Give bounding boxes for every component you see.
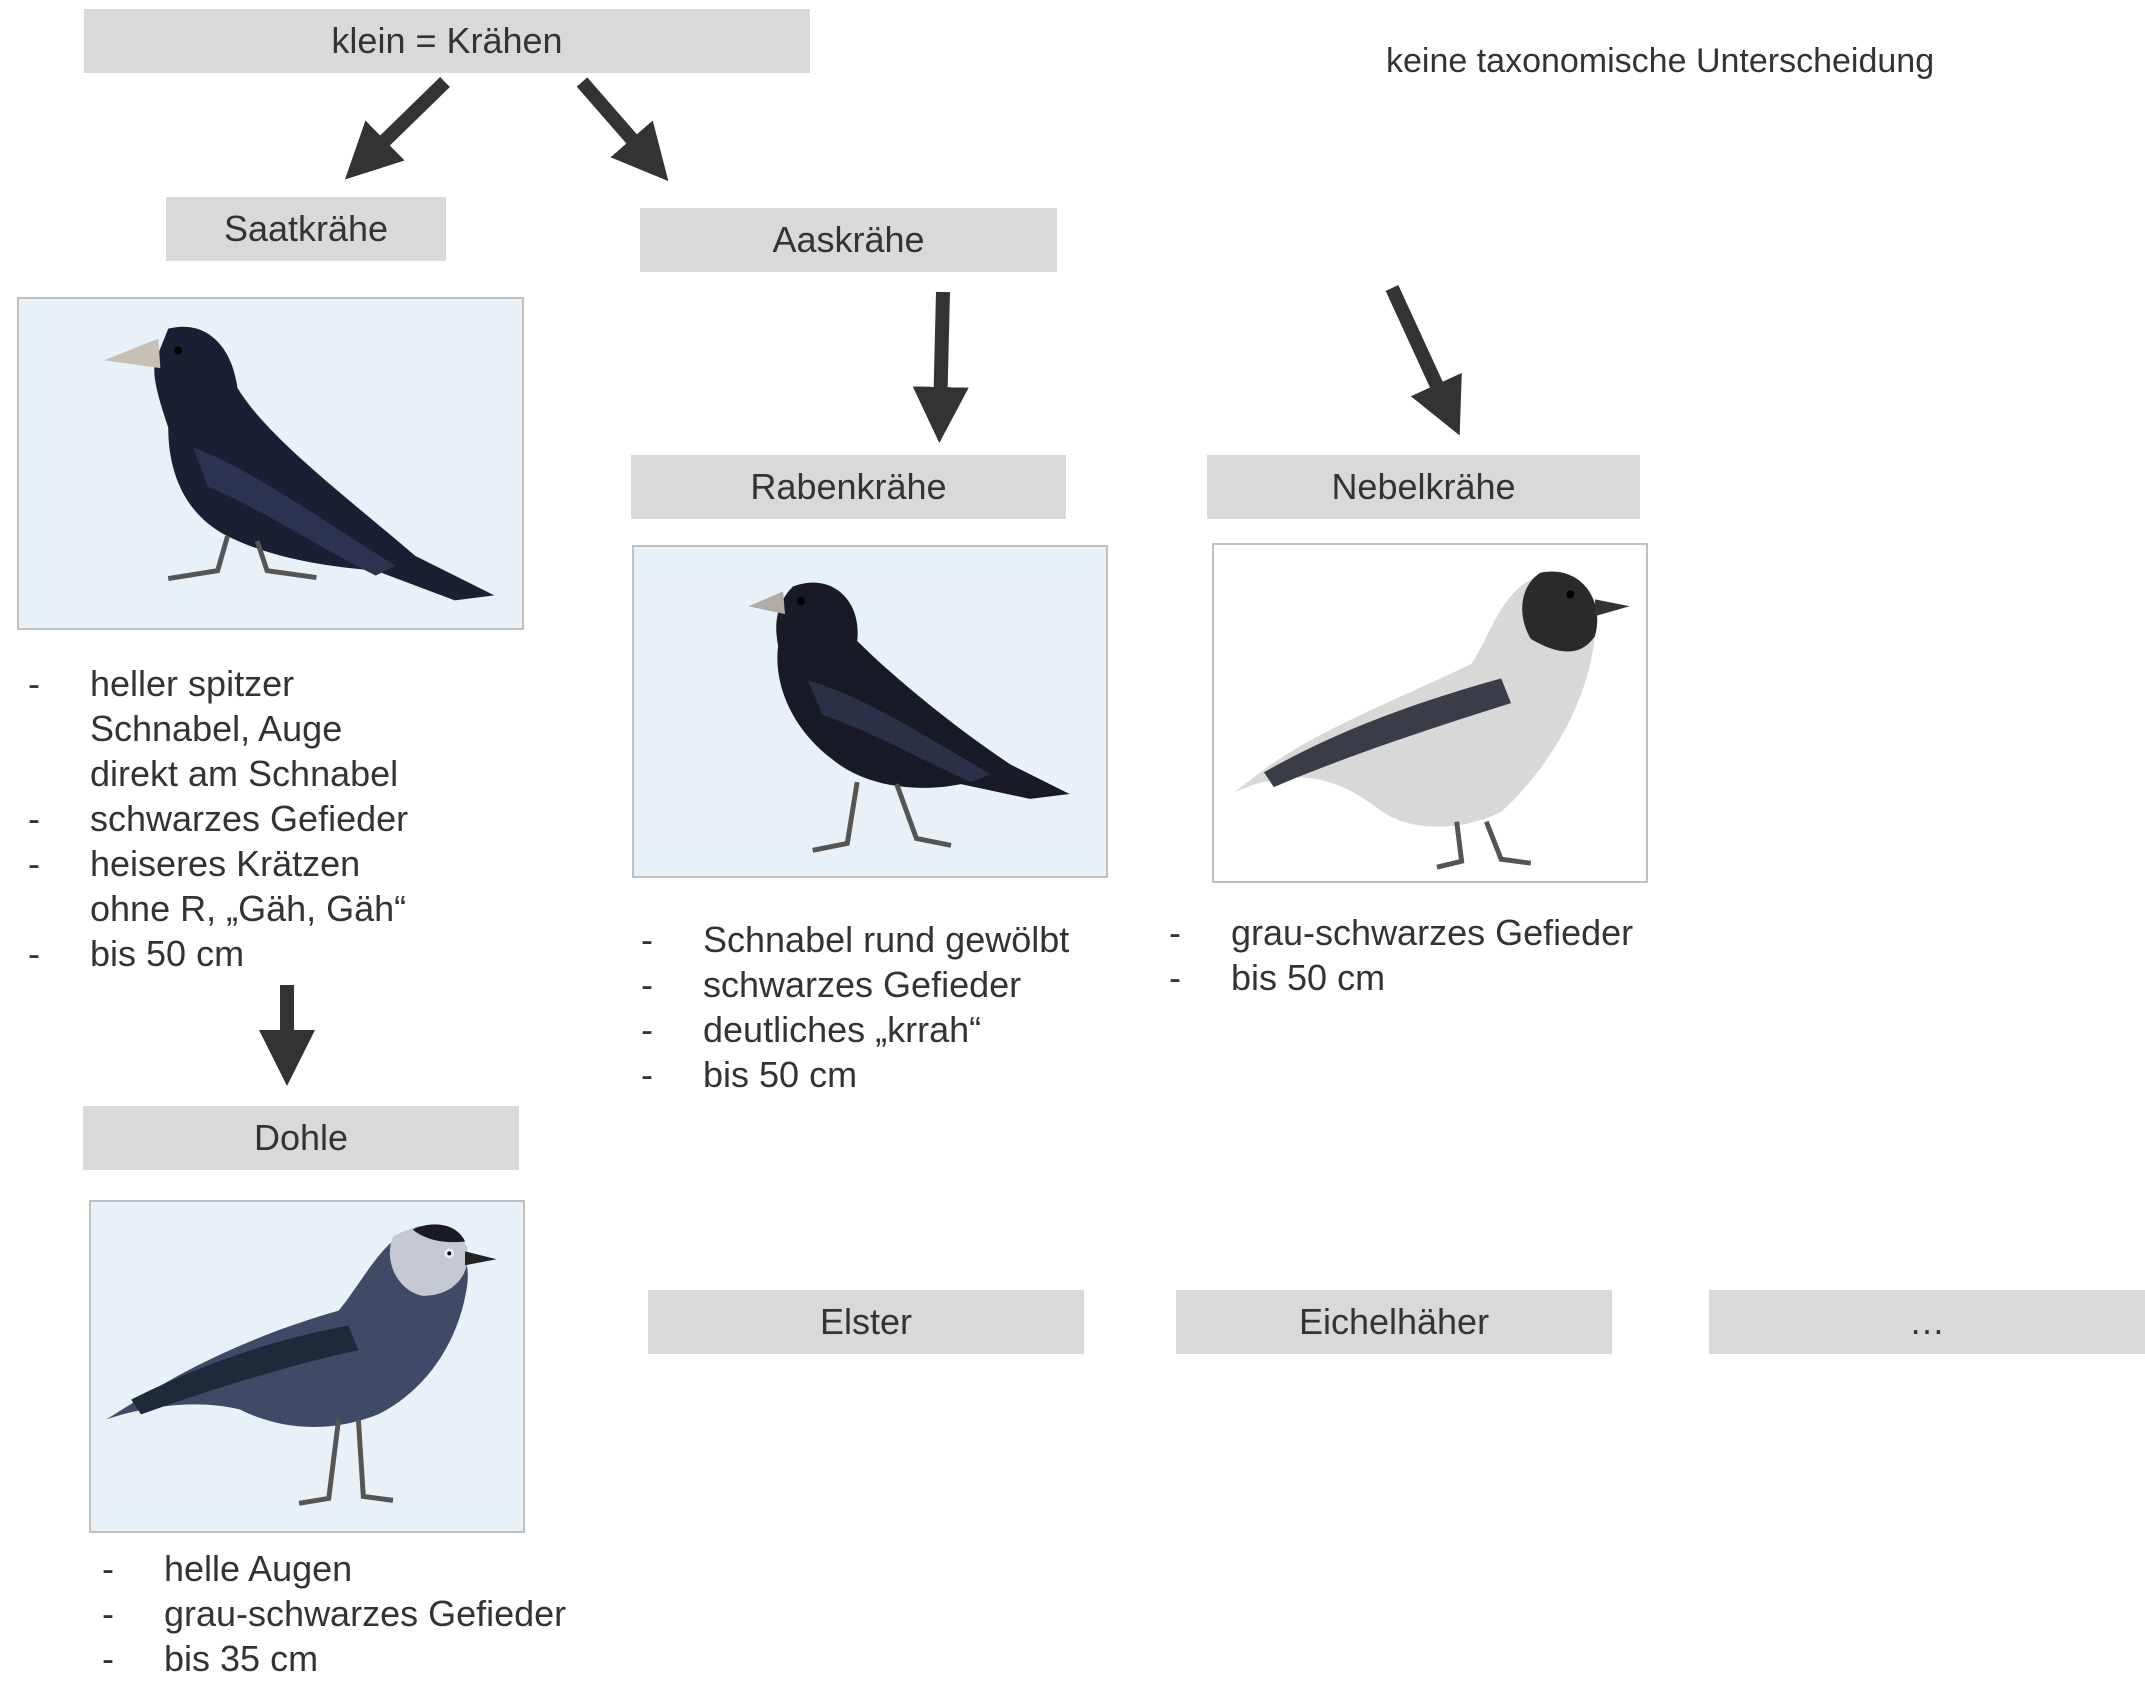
hooded-crow-icon [1234,571,1630,870]
bullet-dash: - [641,964,653,1005]
facts-rabenkraehe: - Schnabel rund gewölbt - schwarzes Gefied… [641,917,1121,1097]
bullet-dash: - [641,1054,653,1095]
arrow-root-to-aaskraehe [576,77,669,182]
node-more: … [1709,1290,2145,1354]
fact-text: grau-schwarzes Gefieder [164,1593,567,1634]
node-label: Saatkrähe [223,208,389,249]
carrion-crow-icon [748,582,1070,853]
fact-text: bis 50 cm [1231,957,1386,998]
node-aaskraehe: Aaskrähe [640,208,1057,272]
fact-text: deutliches „krrah“ [703,1009,982,1050]
bullet-dash: - [102,1548,114,1589]
facts-dohle: - helle Augen - grau-schwarzes Gefieder - b… [102,1546,622,1681]
fact-text: bis 35 cm [164,1638,319,1679]
bullet-dash: - [641,1009,653,1050]
node-label: Elster [819,1301,913,1342]
arrow-aaskraehe-to-rabenkraehe [912,291,969,443]
node-saatkraehe: Saatkrähe [166,197,446,261]
facts-saatkraehe: - heller spitzer Schnabel, Auge direkt am… [28,661,508,976]
list-item: - grau-schwarzes Gefieder [102,1591,622,1636]
carrion-crow-illustration [632,545,1108,878]
list-item: - grau-schwarzes Gefieder [1169,910,1689,955]
list-item: - bis 50 cm [28,931,508,976]
bullet-dash: - [28,843,40,884]
node-label: Dohle [253,1117,349,1158]
list-item: - helle Augen [102,1546,622,1591]
root-label: klein = Krähen [331,20,563,61]
bullet-dash: - [28,663,40,704]
list-item: - bis 50 cm [1169,955,1689,1000]
fact-text: schwarzes Gefieder [90,798,409,839]
bullet-dash: - [28,933,40,974]
fact-text: heiseres Krätzen ohne R, „Gäh, Gäh“ [90,843,407,929]
taxonomy-note: keine taxonomische Unterscheidung [1386,42,1935,80]
list-item: - heiseres Krätzen ohne R, „Gäh, Gäh“ [28,841,508,931]
rook-icon [104,326,495,601]
jackdaw-illustration [89,1200,525,1533]
jackdaw-icon [106,1224,497,1506]
node-eichelhaeher: Eichelhäher [1176,1290,1612,1354]
bullet-dash: - [1169,957,1181,998]
bullet-dash: - [641,919,653,960]
bullet-dash: - [102,1638,114,1679]
list-item: - schwarzes Gefieder [28,796,508,841]
node-label: Aaskrähe [772,219,925,260]
rook-illustration [17,297,524,630]
node-label: Rabenkrähe [750,466,947,507]
fact-text: bis 50 cm [703,1054,858,1095]
list-item: - Schnabel rund gewölbt [641,917,1121,962]
list-item: - deutliches „krrah“ [641,1007,1121,1052]
node-label: … [1909,1301,1945,1342]
fact-text: bis 50 cm [90,933,245,974]
list-item: - schwarzes Gefieder [641,962,1121,1007]
root-box: klein = Krähen [84,9,810,73]
arrow-to-nebelkraehe [1385,285,1462,436]
list-item: - bis 35 cm [102,1636,622,1681]
bullet-dash: - [102,1593,114,1634]
fact-text: Schnabel rund gewölbt [703,919,1070,960]
list-item: - bis 50 cm [641,1052,1121,1097]
node-label: Eichelhäher [1298,1301,1490,1342]
node-nebelkraehe: Nebelkrähe [1207,455,1640,519]
fact-text: grau-schwarzes Gefieder [1231,912,1634,953]
node-label: Nebelkrähe [1331,466,1516,507]
bullet-dash: - [1169,912,1181,953]
node-elster: Elster [648,1290,1084,1354]
fact-text: helle Augen [164,1548,353,1589]
facts-nebelkraehe: - grau-schwarzes Gefieder - bis 50 cm [1169,910,1689,1000]
list-item: - heller spitzer Schnabel, Auge direkt am… [28,661,508,796]
node-rabenkraehe: Rabenkrähe [631,455,1066,519]
node-dohle: Dohle [83,1106,519,1170]
fact-text: schwarzes Gefieder [703,964,1022,1005]
hooded-crow-illustration [1212,543,1648,883]
bullet-dash: - [28,798,40,839]
fact-text: heller spitzer Schnabel, Auge direkt am … [90,663,399,794]
arrow-root-to-saatkraehe [344,76,450,180]
